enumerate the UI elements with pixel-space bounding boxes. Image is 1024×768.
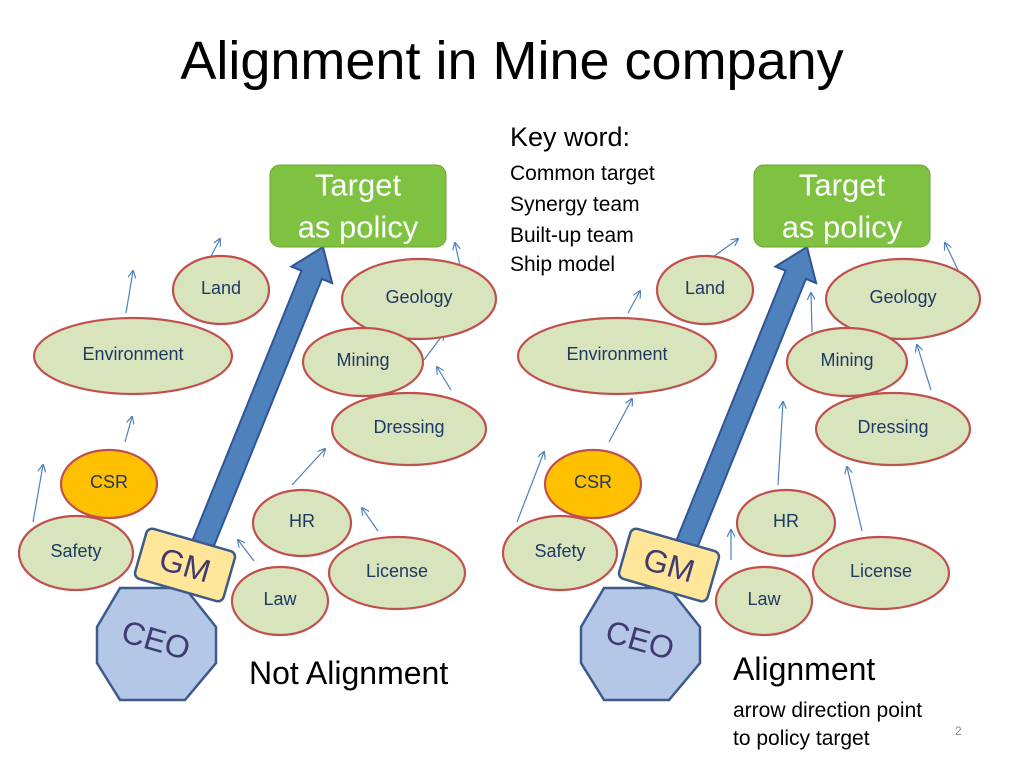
slide-title: Alignment in Mine company (180, 31, 844, 91)
left-node-label-dressing: Dressing (373, 417, 444, 437)
right-node-label-law: Law (747, 589, 781, 609)
left-node-csr (59, 448, 159, 520)
right-direction-arrow (627, 291, 640, 314)
left-node-dressing (330, 391, 488, 467)
right-direction-arrow (608, 399, 632, 443)
left-node-law (230, 565, 330, 637)
left-node-label-safety: Safety (50, 541, 101, 561)
keyword-item: Synergy team (510, 193, 640, 216)
right-gm-box: GM (617, 527, 721, 603)
left-main-arrow (190, 245, 334, 552)
left-node-safety (17, 514, 135, 592)
right-node-label-environment: Environment (566, 344, 667, 364)
page-number: 2 (955, 724, 962, 738)
left-node-license (327, 535, 467, 611)
right-gm-rect (617, 527, 721, 603)
left-node-label-mining: Mining (336, 350, 389, 370)
right-node-mining (785, 326, 909, 398)
right-target-box (753, 164, 931, 248)
left-direction-arrow (32, 465, 43, 523)
right-direction-arrow (917, 345, 932, 391)
left-node-label-hr: HR (289, 511, 315, 531)
right-node-geology (824, 257, 982, 341)
right-node-safety (501, 514, 619, 592)
left-node-hr (251, 488, 353, 558)
right-direction-arrow (777, 402, 783, 486)
left-target-label-1: Target (315, 168, 402, 203)
left-node-mining (301, 326, 425, 398)
caption-alignment-line1: arrow direction point (733, 699, 923, 722)
left-gm-box: GM (133, 527, 237, 603)
left-node-environment (32, 316, 234, 396)
left-node-label-license: License (366, 561, 428, 581)
right-ceo-shape (579, 586, 702, 702)
right-node-label-land: Land (685, 278, 725, 298)
caption-alignment: Alignment (733, 651, 876, 687)
right-direction-arrow (811, 293, 812, 333)
left-node-label-csr: CSR (90, 472, 128, 492)
right-node-csr (543, 448, 643, 520)
right-direction-arrow (847, 467, 863, 532)
right-node-label-safety: Safety (534, 541, 585, 561)
keywords-heading: Key word: (510, 122, 631, 152)
left-node-label-law: Law (263, 589, 297, 609)
right-node-label-hr: HR (773, 511, 799, 531)
left-node-land (171, 254, 271, 326)
left-ceo-shape (95, 586, 218, 702)
left-node-label-environment: Environment (82, 344, 183, 364)
right-node-label-csr: CSR (574, 472, 612, 492)
right-node-dressing (814, 391, 972, 467)
left-node-geology (340, 257, 498, 341)
keyword-item: Built-up team (510, 224, 634, 247)
right-target-label-2: as policy (782, 210, 903, 245)
left-target-box (269, 164, 447, 248)
right-direction-arrow (945, 243, 959, 271)
left-node-label-geology: Geology (385, 287, 452, 307)
right-node-label-dressing: Dressing (857, 417, 928, 437)
left-target-label-2: as policy (298, 210, 419, 245)
keyword-item: Ship model (510, 253, 616, 276)
left-node-label-land: Land (201, 278, 241, 298)
left-gm-rect (133, 527, 237, 603)
right-target-label-1: Target (799, 168, 886, 203)
left-direction-arrow (362, 508, 379, 532)
right-node-environment (516, 316, 718, 396)
right-main-arrow (674, 245, 818, 552)
caption-not-alignment: Not Alignment (249, 655, 449, 691)
left-direction-arrow (124, 417, 132, 443)
right-node-label-mining: Mining (820, 350, 873, 370)
right-direction-arrow (516, 452, 544, 523)
right-node-land (655, 254, 755, 326)
left-direction-arrow (238, 540, 255, 562)
caption-alignment-line2: to policy target (733, 727, 870, 750)
left-direction-arrow (291, 449, 325, 486)
right-node-label-license: License (850, 561, 912, 581)
right-node-hr (735, 488, 837, 558)
right-node-law (714, 565, 814, 637)
left-direction-arrow (437, 367, 452, 391)
left-direction-arrow (125, 271, 133, 314)
right-node-label-geology: Geology (869, 287, 936, 307)
keyword-item: Common target (510, 162, 655, 185)
right-node-license (811, 535, 951, 611)
